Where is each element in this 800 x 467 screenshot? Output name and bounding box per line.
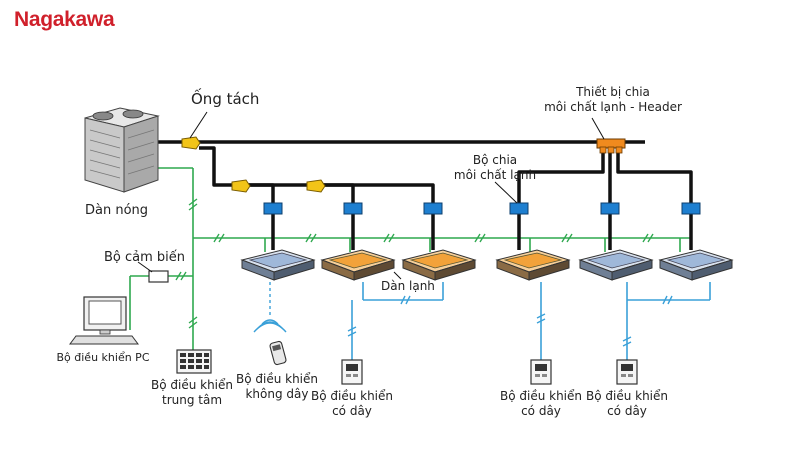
branch-joint (231, 179, 251, 193)
indoor-unit (241, 249, 315, 281)
brand-logo: Nagakawa (14, 8, 115, 31)
sensor-pointer (137, 261, 153, 273)
refrigerant-header (596, 138, 626, 154)
branch-pipe-label: Ống tách (191, 90, 260, 108)
header-label-line2: môi chất lạnh - Header (544, 100, 682, 114)
distributor-label-line1: Bộ chia (472, 153, 518, 167)
wired-remote (341, 359, 363, 385)
distributor-label: Bộ chia môi chất lạnh (454, 153, 536, 183)
sensor-device (148, 270, 169, 283)
wired-label-3-line1: Bộ điều khiển (585, 389, 669, 403)
branch-pipe-pointer (189, 111, 208, 139)
signal-hash-marks (175, 198, 654, 329)
wired-label-2-line1: Bộ điều khiển (499, 389, 583, 403)
wireless-remote (269, 340, 287, 366)
indoor-units-label: Dàn lạnh (381, 279, 435, 293)
wired-controller-label-2: Bộ điều khiển có dây (500, 389, 582, 419)
pc-computer (69, 296, 139, 345)
central-label-line2: trung tâm (161, 393, 223, 407)
distributor-box (681, 202, 701, 215)
wireless-label-line1: Bộ điều khiển (235, 372, 319, 386)
wired-label-1-line2: có dây (332, 404, 372, 418)
wireless-label-line2: không dây (245, 387, 309, 401)
header-label-line1: Thiết bị chia (576, 85, 650, 99)
distributor-label-line2: môi chất lạnh (453, 168, 537, 182)
indoor-unit (402, 249, 476, 281)
central-controller-label: Bộ điều khiển trung tâm (151, 378, 233, 408)
refrigerant-piping (152, 140, 693, 250)
indoor-unit (496, 249, 570, 281)
distributor-box (509, 202, 529, 215)
central-controller (176, 349, 212, 374)
wired-label-2-line2: có dây (521, 404, 561, 418)
indoor-unit (579, 249, 653, 281)
pc-controller-label: Bộ điều khiển PC (56, 351, 150, 364)
distributor-pointer (494, 181, 518, 204)
wireless-controller-label: Bộ điều khiển không dây (236, 372, 318, 402)
wired-label-3-line2: có dây (607, 404, 647, 418)
header-pointer (591, 117, 605, 140)
central-label-line1: Bộ điều khiển (150, 378, 234, 392)
wired-remote (530, 359, 552, 385)
wired-control-lines (351, 282, 711, 360)
distributor-box (600, 202, 620, 215)
branch-joint (306, 179, 326, 193)
wired-controller-label-1: Bộ điều khiển có dây (311, 389, 393, 419)
wired-label-1-line1: Bộ điều khiển (310, 389, 394, 403)
sensor-label: Bộ cảm biến (104, 250, 186, 265)
wired-remote (616, 359, 638, 385)
distributor-box (263, 202, 283, 215)
header-label: Thiết bị chia môi chất lạnh - Header (544, 85, 682, 115)
wired-controller-label-3: Bộ điều khiển có dây (586, 389, 668, 419)
indoor-unit (659, 249, 733, 281)
distributor-box (423, 202, 443, 215)
wireless-signal (253, 282, 287, 333)
branch-joint (181, 136, 201, 150)
distributor-box (343, 202, 363, 215)
indoor-pointer (393, 271, 402, 280)
outdoor-unit-label: Dàn nóng (85, 203, 149, 218)
outdoor-unit (84, 107, 160, 193)
indoor-unit (321, 249, 395, 281)
wired-hash-marks (347, 295, 673, 347)
